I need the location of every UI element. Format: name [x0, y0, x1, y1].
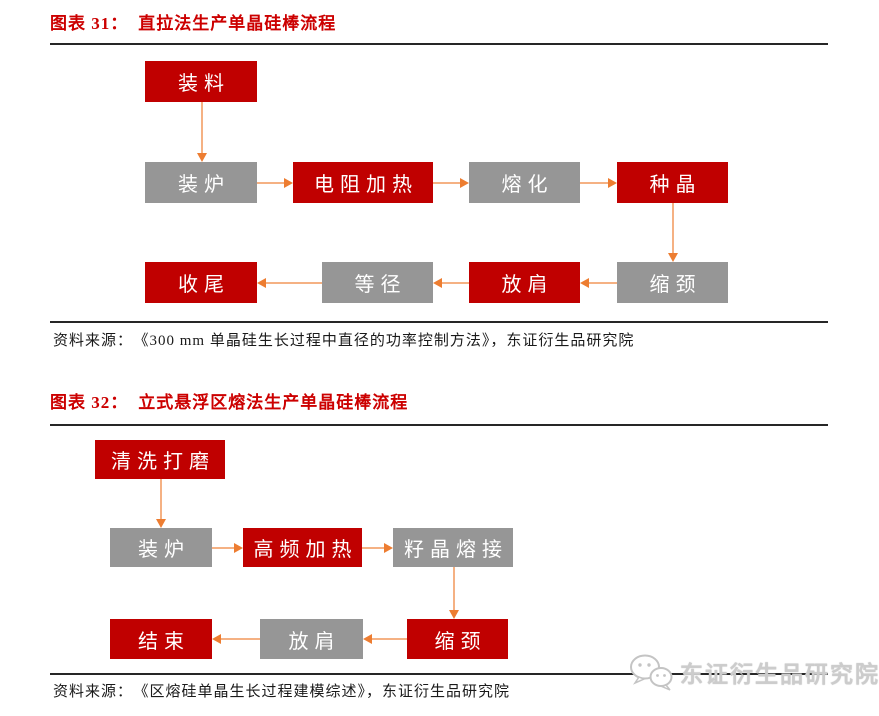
flow32-node-hf-heating: 高频加热 [243, 528, 362, 567]
arrow-shaft [433, 181, 460, 184]
flow31-node-shouldering: 放肩 [469, 262, 580, 303]
arrow-shaft [580, 181, 608, 184]
flow31-node-necking: 缩颈 [617, 262, 728, 303]
arrow-head [363, 633, 372, 644]
arrow-head [212, 633, 221, 644]
arrow-shaft [589, 281, 617, 284]
arrow-head [155, 519, 166, 528]
flow31-node-loading: 装料 [145, 61, 257, 102]
arrow-head [448, 610, 459, 619]
arrow-head [433, 277, 442, 288]
arrow-head [580, 277, 589, 288]
figure31-title: 图表 31： 直拉法生产单晶硅棒流程 [50, 9, 336, 34]
arrow-down-icon [155, 479, 166, 528]
arrow-head [234, 542, 243, 553]
arrow-left-icon [433, 277, 469, 288]
arrow-shaft [212, 546, 234, 549]
arrow-shaft [221, 637, 260, 640]
figure32-title-rule [50, 424, 828, 426]
flow32-node-shouldering: 放肩 [260, 619, 363, 659]
arrow-head [257, 277, 266, 288]
arrow-head [460, 177, 469, 188]
arrow-head [667, 253, 678, 262]
arrow-left-icon [257, 277, 322, 288]
arrow-shaft [266, 281, 322, 284]
flow32-node-end: 结束 [110, 619, 212, 659]
figure32-source: 资料来源： 《区熔硅单晶生长过程建模综述》，东证衍生品研究院 [53, 680, 510, 701]
flow31-node-resist-heating: 电阻加热 [293, 162, 433, 203]
arrow-shaft [452, 567, 455, 610]
arrow-right-icon [212, 542, 243, 553]
arrow-right-icon [433, 177, 469, 188]
arrow-shaft [671, 203, 674, 253]
figure32-source-rule [50, 673, 828, 675]
watermark-text: 东证衍生品研究院 [680, 662, 879, 687]
watermark: 东证衍生品研究院 [628, 652, 879, 692]
figure32-title-label: 图表 32： [50, 393, 129, 412]
figure32-source-label: 资料来源： [53, 684, 134, 700]
arrow-shaft [200, 102, 203, 153]
figure31-source: 资料来源： 《300 mm 单晶硅生长过程中直径的功率控制方法》，东证衍生品研究院 [53, 329, 634, 350]
arrow-head [384, 542, 393, 553]
flow32-node-furnace: 装炉 [110, 528, 212, 567]
figure31-title-rule [50, 43, 828, 45]
arrow-left-icon [580, 277, 617, 288]
figure32-title-text: 立式悬浮区熔法生产单晶硅棒流程 [138, 393, 409, 412]
arrow-down-icon [196, 102, 207, 162]
flow32-node-seed-fusion: 籽晶熔接 [393, 528, 513, 567]
arrow-right-icon [580, 177, 617, 188]
arrow-left-icon [363, 633, 407, 644]
flow32-node-necking: 缩颈 [407, 619, 508, 659]
arrow-shaft [257, 181, 284, 184]
arrow-shaft [372, 637, 407, 640]
figure31-source-label: 资料来源： [53, 333, 134, 349]
figure32-title: 图表 32： 立式悬浮区熔法生产单晶硅棒流程 [50, 388, 408, 413]
flow31-node-melting: 熔化 [469, 162, 580, 203]
flow31-node-body-growth: 等径 [322, 262, 433, 303]
arrow-shaft [442, 281, 469, 284]
arrow-down-icon [667, 203, 678, 262]
arrow-head [196, 153, 207, 162]
figure31-source-rule [50, 321, 828, 323]
arrow-down-icon [448, 567, 459, 619]
arrow-shaft [362, 546, 384, 549]
arrow-shaft [159, 479, 162, 519]
figure31-title-text: 直拉法生产单晶硅棒流程 [138, 14, 337, 33]
arrow-head [608, 177, 617, 188]
arrow-right-icon [257, 177, 293, 188]
figure31-source-text: 《300 mm 单晶硅生长过程中直径的功率控制方法》，东证衍生品研究院 [141, 333, 635, 349]
figure31-title-label: 图表 31： [50, 14, 129, 33]
flow32-node-clean-polish: 清洗打磨 [95, 440, 225, 479]
figure32-source-text: 《区熔硅单晶生长过程建模综述》，东证衍生品研究院 [141, 684, 511, 700]
wechat-icon [630, 654, 673, 691]
flow31-node-furnace: 装炉 [145, 162, 257, 203]
arrow-right-icon [362, 542, 393, 553]
flow31-node-tail: 收尾 [145, 262, 257, 303]
arrow-left-icon [212, 633, 260, 644]
flow31-node-seeding: 种晶 [617, 162, 728, 203]
arrow-head [284, 177, 293, 188]
